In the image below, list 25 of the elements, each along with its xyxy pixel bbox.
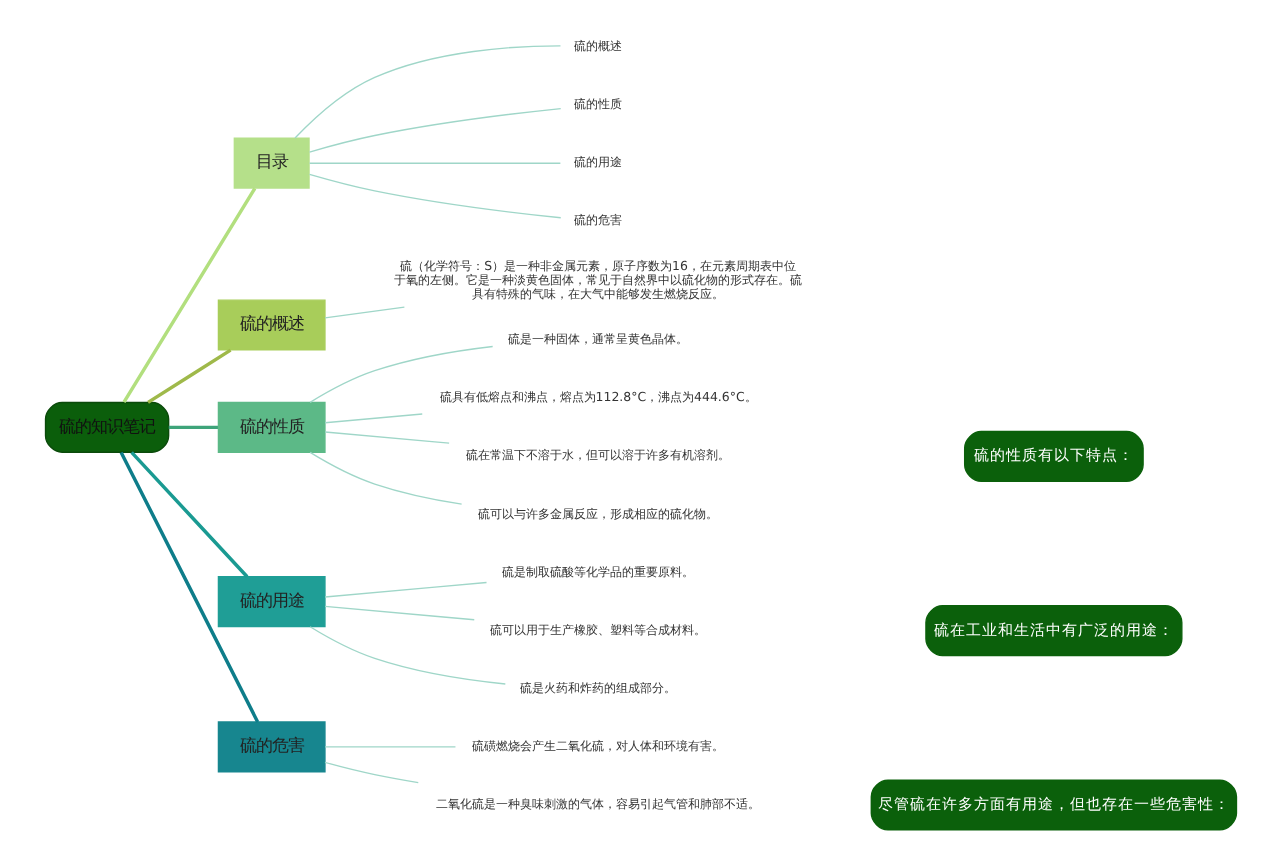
node-box: 硫的概述 xyxy=(216,299,325,351)
connector xyxy=(121,187,256,403)
connector xyxy=(293,45,561,139)
connector xyxy=(167,425,217,430)
connector xyxy=(129,451,248,578)
connector xyxy=(308,345,493,403)
node-box: 硫的性质 xyxy=(216,401,325,453)
connector xyxy=(323,431,449,444)
connector xyxy=(118,451,259,723)
node-box: 硫的用途 xyxy=(216,576,325,628)
node-box: 硫的知识笔记 xyxy=(43,401,169,453)
node-box: 硫的危害 xyxy=(216,721,325,773)
connector xyxy=(323,581,487,598)
connector xyxy=(307,107,561,153)
connector xyxy=(307,162,561,164)
connector xyxy=(323,306,405,319)
connector xyxy=(323,761,418,784)
connector xyxy=(146,348,231,404)
connector xyxy=(323,746,456,748)
connector xyxy=(308,626,506,685)
connector xyxy=(308,451,462,505)
connector xyxy=(323,413,422,424)
node-box: 目录 xyxy=(232,137,309,189)
connector xyxy=(323,605,474,621)
connector xyxy=(307,173,561,219)
